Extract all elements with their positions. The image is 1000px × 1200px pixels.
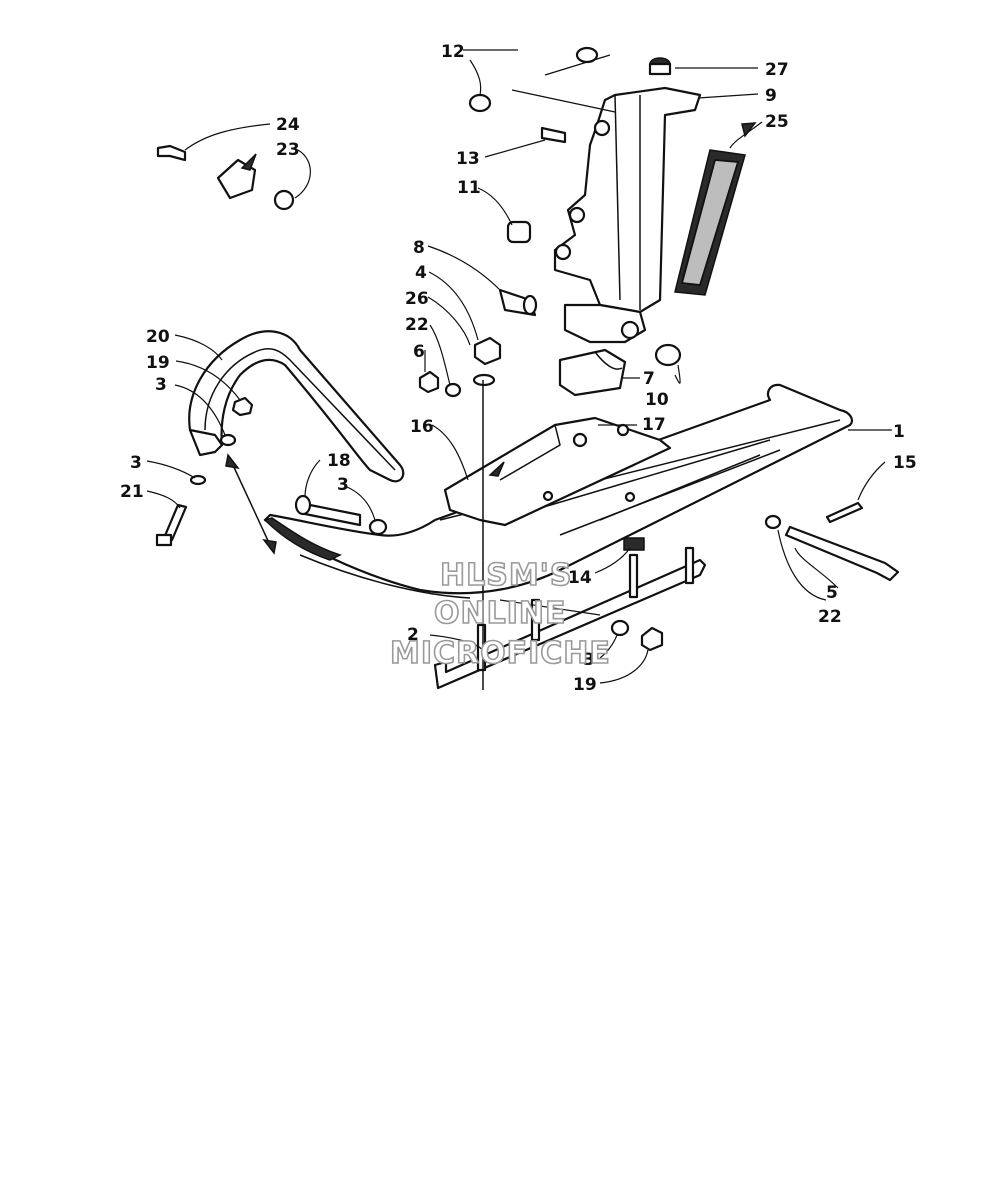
watermark-line-3: MICROFICHE (390, 636, 611, 671)
spindle (553, 86, 702, 344)
callout-19b: 19 (573, 675, 597, 695)
callout-12: 12 (441, 42, 465, 62)
callout-15: 15 (893, 453, 917, 473)
ski-handle (188, 330, 405, 483)
callout-24: 24 (276, 115, 300, 135)
callout-labels: 1 2 3 3 3 3 4 5 6 7 8 9 10 11 12 13 14 1… (120, 42, 917, 695)
callout-18: 18 (327, 451, 351, 471)
callout-22a: 22 (405, 315, 429, 335)
callout-7: 7 (643, 369, 655, 389)
callout-16: 16 (410, 417, 434, 437)
callout-2: 2 (407, 625, 419, 645)
callout-23: 23 (276, 140, 300, 160)
callout-10: 10 (645, 390, 669, 410)
ski-saddle (443, 416, 672, 527)
callout-25: 25 (765, 112, 789, 132)
callout-3c: 3 (337, 475, 349, 495)
wear-bar (433, 546, 707, 690)
callout-3b: 3 (130, 453, 142, 473)
callout-4: 4 (415, 263, 427, 283)
watermark-line-2: ONLINE (434, 596, 567, 631)
callout-19a: 19 (146, 353, 170, 373)
callout-22b: 22 (818, 607, 842, 627)
callout-26: 26 (405, 289, 429, 309)
decal (674, 149, 746, 296)
callout-3a: 3 (155, 375, 167, 395)
callout-3d: 3 (583, 650, 595, 670)
watermark-line-1: HLSM'S (440, 558, 572, 593)
callout-9: 9 (765, 86, 777, 106)
callout-20: 20 (146, 327, 170, 347)
callout-5: 5 (826, 583, 838, 603)
callout-17: 17 (642, 415, 666, 435)
leader-lines (146, 49, 892, 684)
callout-27: 27 (765, 60, 789, 80)
callout-21: 21 (120, 482, 144, 502)
hardware (155, 46, 900, 690)
callout-14: 14 (568, 568, 592, 588)
callout-8: 8 (413, 238, 425, 258)
callout-1: 1 (893, 422, 905, 442)
watermark: HLSM'S ONLINE MICROFICHE (389, 557, 611, 672)
callout-13: 13 (456, 149, 480, 169)
callout-6: 6 (413, 342, 425, 362)
callout-11: 11 (457, 178, 481, 198)
